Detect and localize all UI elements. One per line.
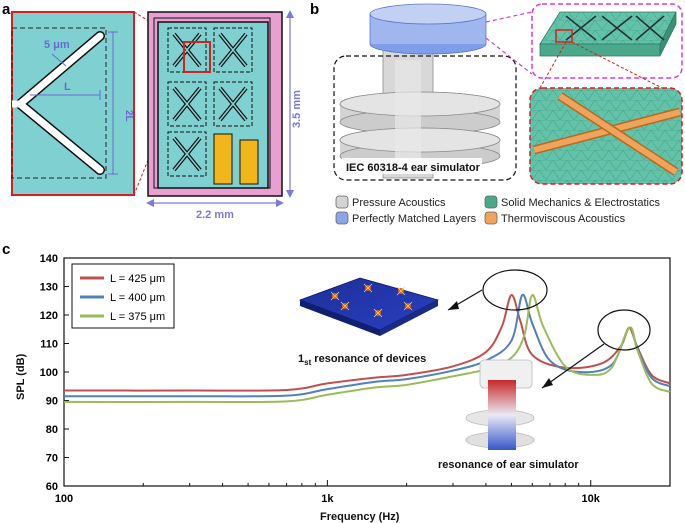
peak-callout-devices [482, 269, 548, 311]
legend-item-pressure-acoustics: Pressure Acoustics [335, 195, 446, 209]
legend-label: Pressure Acoustics [352, 197, 446, 209]
y-tick-label: 130 [40, 282, 58, 294]
x-tick-label: 1k [321, 493, 334, 505]
series-lines [63, 294, 671, 404]
peak-callout-ear [597, 309, 651, 351]
zoom-view: 5 μm L 2L [11, 11, 135, 196]
chip [147, 11, 283, 197]
cell-outline [167, 81, 207, 127]
device-resonance-label: 1st resonance of devices [298, 353, 426, 367]
ear-resonance-inset: resonance of ear simulator [438, 359, 579, 471]
y-tick-label: 110 [40, 339, 58, 351]
cell-outline [213, 27, 253, 73]
x-tick-label: 100 [55, 493, 73, 505]
x-axis-label: Frequency (Hz) [320, 511, 400, 523]
membrane-model [531, 3, 683, 79]
legend-item-thermoviscous-acoustics: Thermoviscous Acoustics [484, 211, 626, 225]
y-tick-label: 100 [40, 367, 58, 379]
spl-chart: 60 70 80 90 100 110 120 130 140 100 1k 10k Frequenc… [15, 253, 671, 523]
panel-b-letter: b [310, 1, 319, 18]
zoom-width-label: 5 μm [44, 39, 70, 51]
panel-b: b IEC 60318-4 ear simulator [310, 1, 683, 225]
y-axis-label: SPL (dB) [15, 353, 27, 400]
y-tick-label: 70 [46, 453, 58, 465]
legend-label: Thermoviscous Acoustics [501, 213, 626, 225]
cell-cross-inner [219, 87, 247, 121]
legend-label: Solid Mechanics & Electrostatics [501, 197, 660, 209]
y-tick-label: 120 [40, 310, 58, 322]
panel-c: c 60 70 80 90 100 110 120 130 140 100 1k 10k Freque… [2, 241, 671, 523]
cell-outline [213, 81, 253, 127]
ear-simulator-label: IEC 60318-4 ear simulator [346, 162, 481, 174]
ear-simulator-model [339, 3, 501, 179]
x-tick-label: 10k [582, 493, 601, 505]
mesh-zoom [529, 87, 683, 185]
cell-cross-inner [219, 33, 247, 67]
cell-cross-inner [173, 137, 201, 171]
cell-outline [167, 131, 207, 177]
panel-a-letter: a [2, 1, 11, 18]
legend-item-solid-mechanics: Solid Mechanics & Electrostatics [484, 195, 660, 209]
y-tick-label: 60 [46, 481, 58, 493]
legend-entry: L = 400 μm [110, 292, 165, 304]
series-line [63, 294, 671, 404]
chip-height-label: 3.5 mm [291, 90, 303, 128]
legend-entry: L = 425 μm [110, 273, 165, 285]
y-tick-label: 140 [40, 253, 58, 265]
cell-cross-inner [173, 87, 201, 121]
device-resonance-inset: 1st resonance of devices [298, 277, 440, 367]
panel-a: a 5 μm L 2L [2, 1, 303, 221]
x-cells [167, 27, 253, 177]
y-tick-label: 80 [46, 424, 58, 436]
legend-entry: L = 375 μm [110, 311, 165, 323]
legend-item-perfectly-matched-layers: Perfectly Matched Layers [335, 211, 477, 225]
chip-width-label: 2.2 mm [196, 209, 234, 221]
chart-legend: L = 425 μm L = 400 μm L = 375 μm [71, 263, 175, 329]
zoom-length-label: L [64, 81, 71, 93]
legend-label: Perfectly Matched Layers [352, 213, 477, 225]
material-legend: Pressure Acoustics Solid Mechanics & Ele… [335, 195, 660, 225]
cell-cross-inner [173, 33, 201, 67]
zoom-height-label: 2L [123, 110, 134, 122]
cell-outline [167, 27, 207, 73]
panel-c-letter: c [2, 241, 10, 258]
ear-resonance-label: resonance of ear simulator [438, 459, 579, 471]
y-tick-label: 90 [46, 396, 58, 408]
axis-ticks: 60 70 80 90 100 110 120 130 140 100 1k 10k [40, 253, 671, 505]
